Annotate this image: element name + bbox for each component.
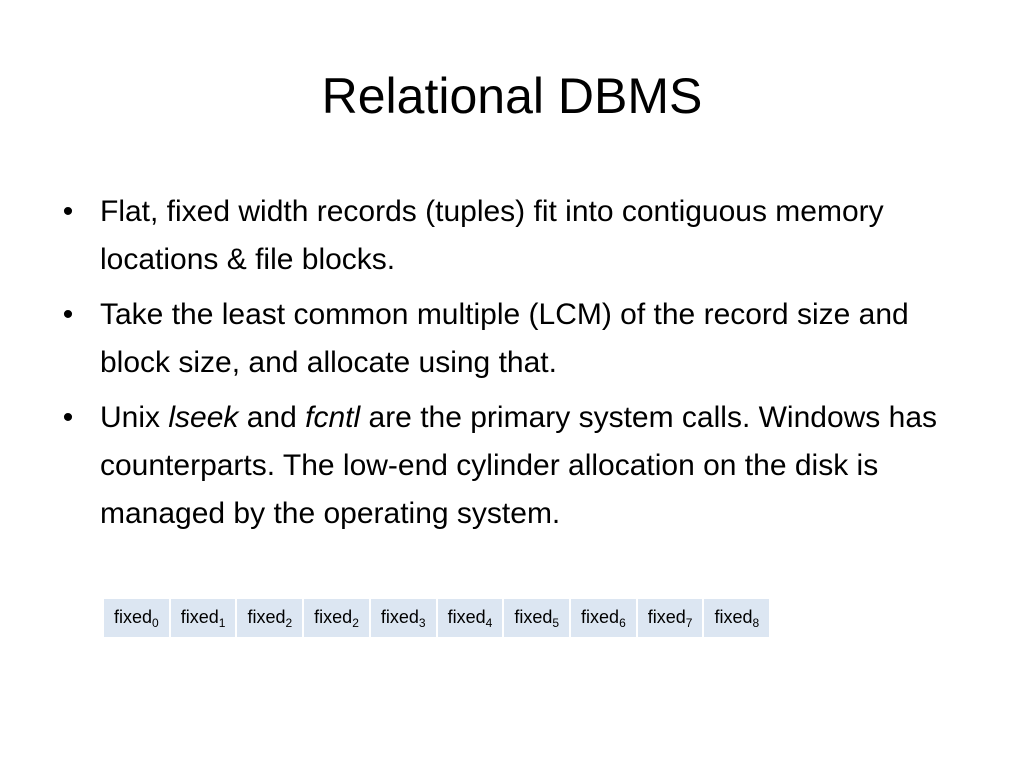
record-index: 6 [619,615,626,630]
record-label: fixed [247,606,286,627]
record-index: 3 [418,615,426,630]
record-index: 4 [485,615,493,630]
record-cell: fixed5 [502,597,572,639]
record-row: fixed0 fixed1 fixed2 fixed2 fixed3 fixed… [102,597,772,639]
record-cell: fixed2 [302,597,371,639]
bullet-dot-icon: • [62,401,74,434]
record-index: 2 [352,615,359,630]
record-index: 0 [152,615,159,630]
record-label: fixed [380,606,419,627]
bullet-text-suffix: are the primary system calls. Windows ha… [100,401,938,530]
bullet-text: Flat, fixed width records (tuples) fit i… [100,195,884,276]
record-index: 1 [218,615,226,630]
record-cell: fixed4 [435,597,505,639]
record-label: fixed [581,606,620,627]
record-index: 8 [752,615,760,630]
bullet-dot-icon: • [62,298,74,331]
lseek-term: lseek [168,401,239,434]
fixed-record-strip: fixed0 fixed1 fixed2 fixed2 fixed3 fixed… [102,597,772,639]
record-index: 5 [552,615,560,630]
bullet-text: Unix lseek and fcntl are the primary sys… [100,401,937,530]
bullet-text-middle: and [238,401,306,434]
record-cell: fixed0 [102,597,171,639]
record-label: fixed [514,606,553,627]
record-label: fixed [180,606,219,627]
record-index: 2 [285,615,293,630]
fcntl-term: fcntl [305,401,361,434]
record-cell: fixed7 [635,597,705,639]
bullet-text-prefix: Unix [100,401,169,434]
bullet-item-lcm: • Take the least common multiple (LCM) o… [58,291,958,387]
record-label: fixed [714,606,753,627]
record-label: fixed [114,606,153,627]
record-cell: fixed2 [235,597,305,639]
record-label: fixed [647,606,686,627]
record-cell: fixed6 [569,597,638,639]
slide-title: Relational DBMS [321,68,703,124]
record-cell: fixed3 [368,597,438,639]
record-cell: fixed8 [702,597,772,639]
bullet-item-records: • Flat, fixed width records (tuples) fit… [58,188,958,284]
bullet-dot-icon: • [62,195,74,228]
bullet-text: Take the least common multiple (LCM) of … [100,298,909,379]
record-label: fixed [314,606,353,627]
record-label: fixed [447,606,486,627]
bullet-list: • Flat, fixed width records (tuples) fit… [58,188,958,545]
bullet-item-system-calls: • Unix lseek and fcntl are the primary s… [58,394,958,538]
record-cell: fixed1 [168,597,238,639]
record-index: 7 [685,615,693,630]
